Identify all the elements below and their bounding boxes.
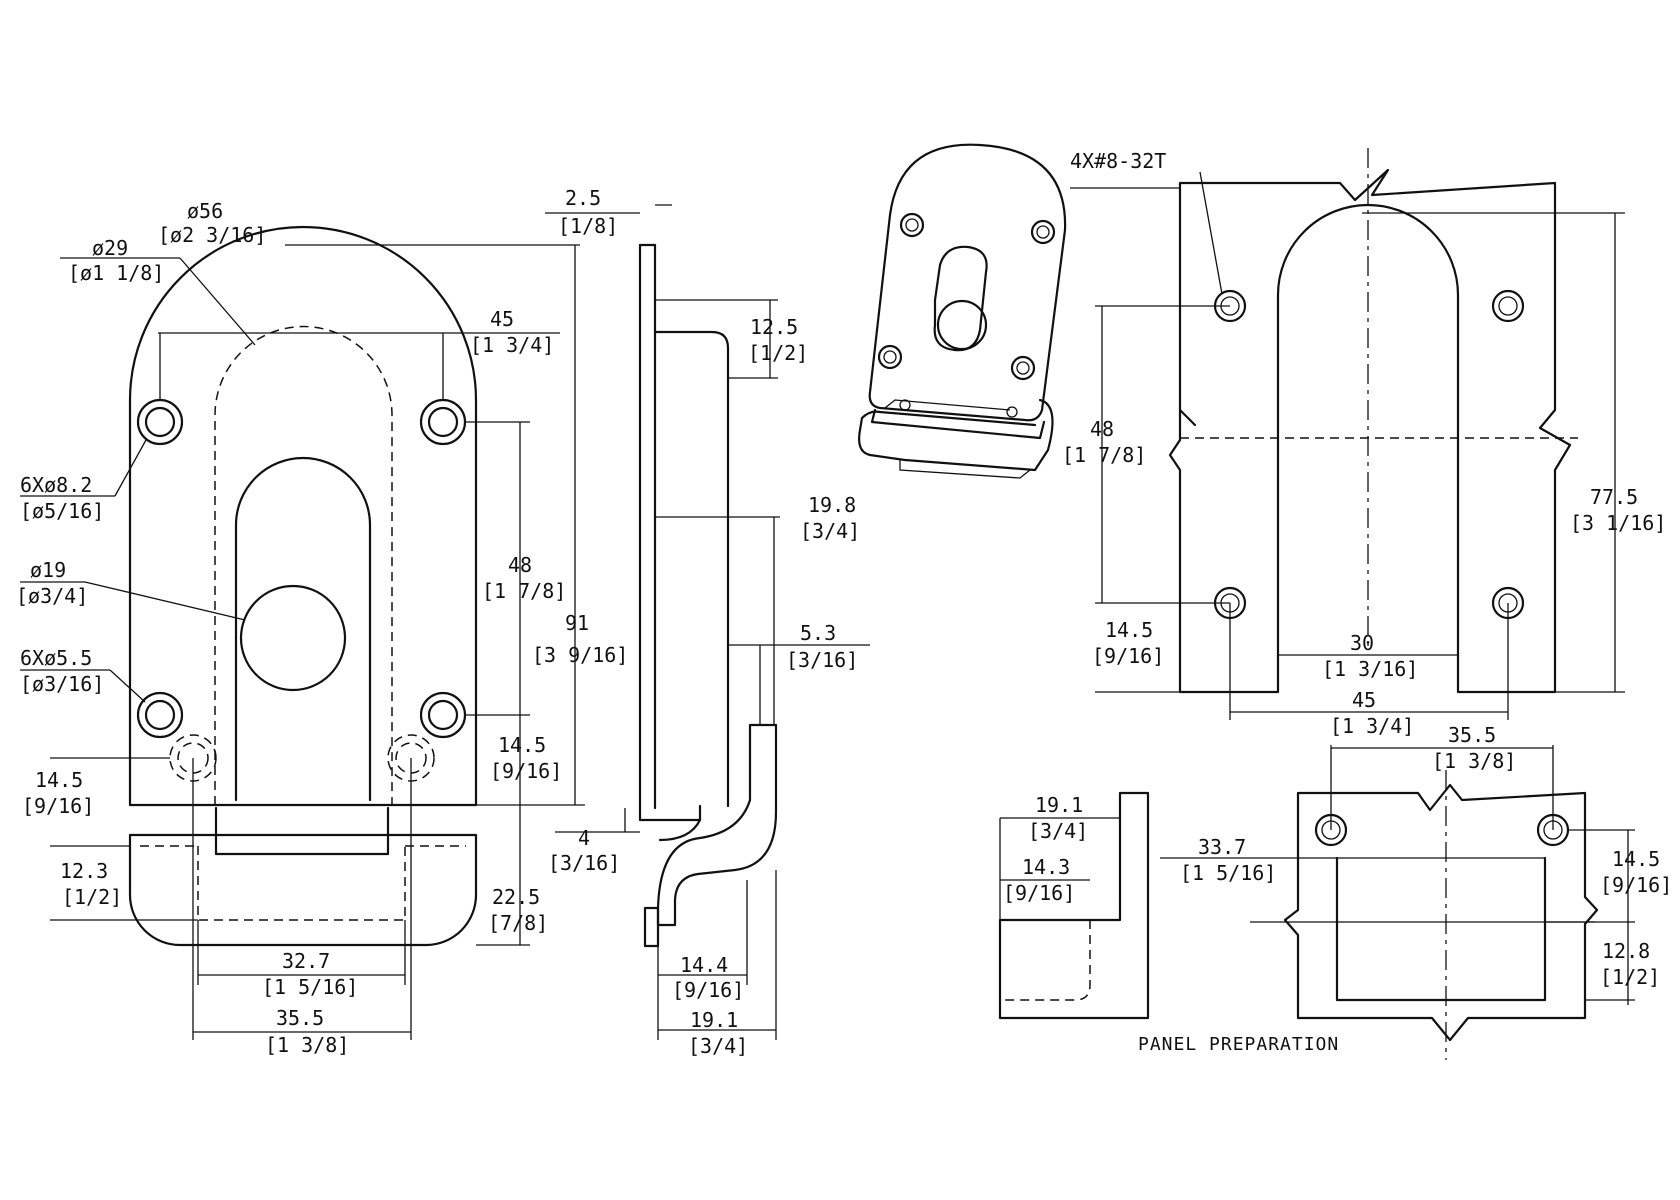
dim-dia-56-in: [ø2 3/16] [158,223,266,247]
dim-191: 19.1 [690,1008,738,1032]
dim-dia-29-in: [ø1 1/8] [68,261,164,285]
dim-53-in: [3/16] [786,648,858,672]
front-view: ø56 [ø2 3/16] ø29 [ø1 1/8] 45 [1 3/4] 6X… [16,199,628,1057]
dim-145-left-in: [9/16] [22,794,94,818]
dim-25-in: [1/8] [558,214,618,238]
dim-p45-in: [1 3/4] [1330,714,1414,738]
panel-prep-side: 19.1 [3/4] 14.3 [9/16] [998,791,1150,1020]
dim-145-right-in: [9/16] [490,759,562,783]
dim-145-right: 14.5 [498,733,546,757]
dim-q128-in: [1/2] [1600,965,1660,989]
dim-123: 12.3 [60,859,108,883]
dim-p145: 14.5 [1105,618,1153,642]
dim-191-in: [3/4] [688,1034,748,1058]
dim-q191: 19.1 [1035,793,1083,817]
dim-dia-29: ø29 [92,236,128,260]
dim-p30: 30 [1350,631,1374,655]
dim-p145-in: [9/16] [1092,644,1164,668]
dim-6x55: 6Xø5.5 [20,646,92,670]
dim-dia-19: ø19 [30,558,66,582]
dim-45: 45 [490,307,514,331]
dim-q337: 33.7 [1198,835,1246,859]
dim-125-in: [1/2] [748,341,808,365]
dim-q145-in: [9/16] [1600,873,1672,897]
side-view: 2.5 [1/8] 12.5 [1/2] 19.8 [3/4] 5.3 [3/1… [545,186,870,1058]
dim-144: 14.4 [680,953,728,977]
dim-dia-56: ø56 [187,199,223,223]
dim-dia-19-in: [ø3/4] [16,584,88,608]
dim-225: 22.5 [492,885,540,909]
dim-48-in: [1 7/8] [482,579,566,603]
dim-q128: 12.8 [1602,939,1650,963]
dim-48: 48 [508,553,532,577]
product-isometric-sketch [858,143,1067,479]
dim-91-in: [3 9/16] [532,643,628,667]
dim-45-in: [1 3/4] [470,333,554,357]
dim-p30-in: [1 3/16] [1322,657,1418,681]
panel-prep-top: 4X#8-32T 48 [1 7/8] 77.5 [3 1/16] 14.5 [… [1062,148,1666,738]
dim-25: 2.5 [565,186,601,210]
dim-327: 32.7 [282,949,330,973]
dim-327-in: [1 5/16] [262,975,358,999]
dim-q355: 35.5 [1448,723,1496,747]
dim-198: 19.8 [808,493,856,517]
dim-q191-in: [3/4] [1028,819,1088,843]
dim-125: 12.5 [750,315,798,339]
dim-6x82-in: [ø5/16] [20,499,104,523]
dim-4x-832t: 4X#8-32T [1070,149,1166,173]
panel-prep-bottom: 35.5 [1 3/8] 33.7 [1 5/16] 14.5 [9/16] 1… [1138,723,1672,1060]
dim-6x55-in: [ø3/16] [20,672,104,696]
dim-53: 5.3 [800,621,836,645]
dim-6x82: 6Xø8.2 [20,473,92,497]
dim-123-in: [1/2] [62,885,122,909]
dim-q143: 14.3 [1022,855,1070,879]
dim-355-in: [1 3/8] [265,1033,349,1057]
dim-4: 4 [578,826,590,850]
dim-p45: 45 [1352,688,1376,712]
dim-91: 91 [565,611,589,635]
dim-225-in: [7/8] [488,911,548,935]
dim-p775-in: [3 1/16] [1570,511,1666,535]
panel-preparation-caption: PANEL PREPARATION [1138,1034,1339,1055]
dim-144-in: [9/16] [672,978,744,1002]
dim-q145: 14.5 [1612,847,1660,871]
dim-q143-in: [9/16] [1003,881,1075,905]
dim-q337-in: [1 5/16] [1180,861,1276,885]
dim-q355-in: [1 3/8] [1432,749,1516,773]
dim-145-left: 14.5 [35,768,83,792]
dim-355: 35.5 [276,1006,324,1030]
dim-198-in: [3/4] [800,519,860,543]
dim-4-in: [3/16] [548,851,620,875]
dim-p775: 77.5 [1590,485,1638,509]
dim-p48: 48 [1090,417,1114,441]
dim-p48-in: [1 7/8] [1062,443,1146,467]
